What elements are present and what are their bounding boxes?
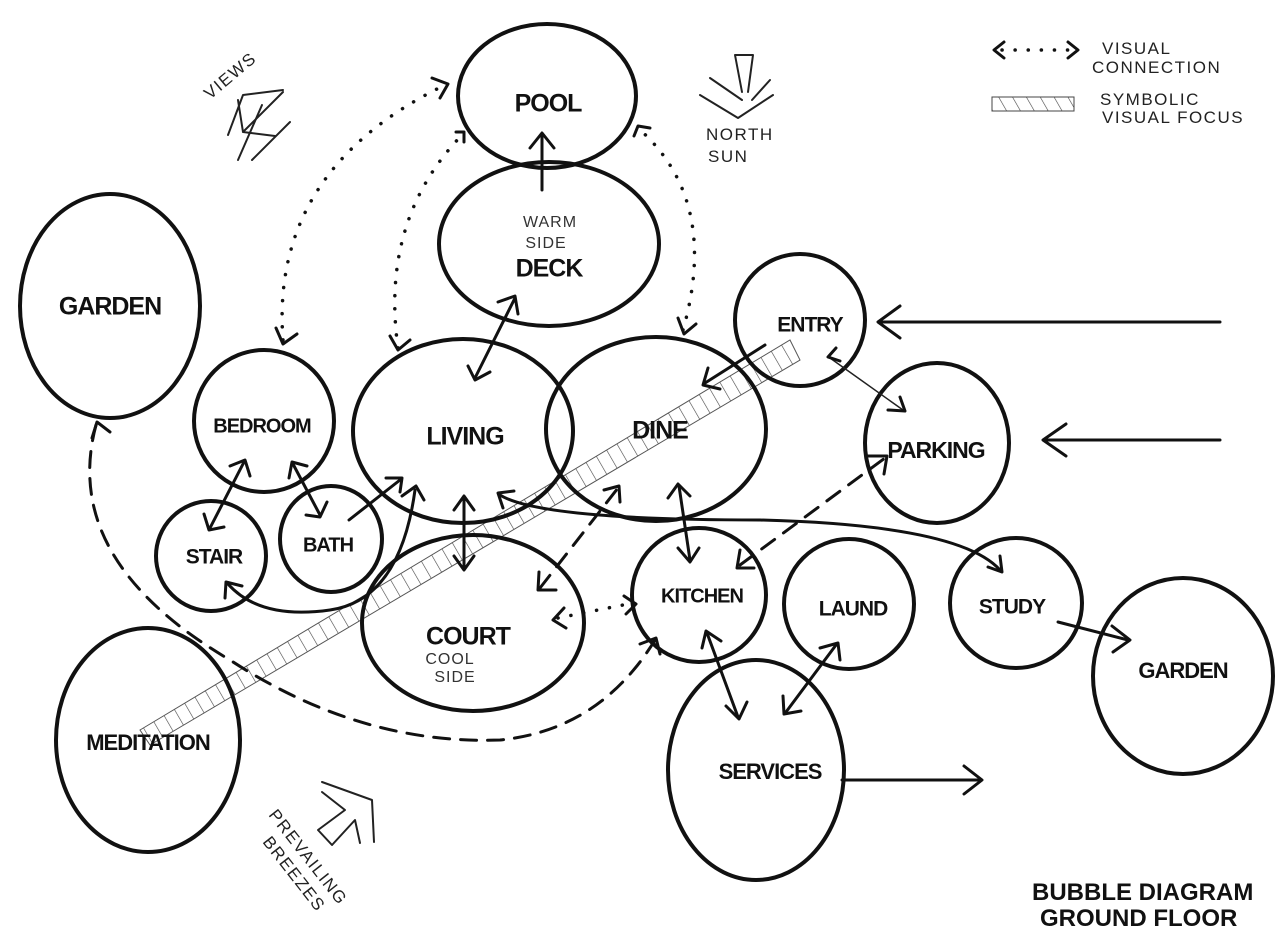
bubble-stair[interactable] [154,499,268,613]
label-pool: POOL [515,90,583,118]
breeze-arrow-icon [317,781,375,846]
legend-label-connection: CONNECTION [1092,58,1221,77]
solid-connections [202,131,1222,796]
note-deck-line1: WARM [523,214,577,231]
north-sun-annotation: NORTH SUN [699,54,774,166]
bubbles [18,22,1275,882]
title-line2: GROUND FLOOR [1040,905,1237,932]
bubble-kitchen[interactable] [630,526,768,664]
bubble-court[interactable] [360,533,586,713]
bubble-laund[interactable] [782,537,916,671]
title-line1: BUBBLE DIAGRAM [1032,879,1253,906]
label-laund: LAUND [819,598,888,621]
bubble-deck[interactable] [437,160,661,328]
legend-label-visual-focus: VISUAL FOCUS [1102,108,1244,127]
label-kitchen: KITCHEN [661,585,743,607]
label-garden-west: GARDEN [59,293,161,321]
bubble-bedroom[interactable] [192,348,336,494]
label-deck: DECK [516,255,584,283]
legend-label-visual: VISUAL [1102,39,1171,58]
views-annotation: VIEWS [200,48,291,161]
bubble-parking[interactable] [863,361,1011,525]
north-label: NORTH [706,125,774,144]
label-court: COURT [426,623,511,651]
legend-item-symbolic-visual-focus: SYMBOLIC VISUAL FOCUS [991,90,1244,127]
label-bedroom: BEDROOM [213,415,311,437]
legend: VISUAL CONNECTION SYMBOLIC VISUAL FOCUS [991,39,1244,127]
bubble-garden-east[interactable] [1091,576,1275,776]
prevailing-breezes-annotation: PREVAILING BREEZES [259,781,375,915]
dashed-connections [88,420,889,742]
bubble-pool[interactable] [456,22,638,170]
label-garden-east: GARDEN [1138,658,1227,683]
label-services: SERVICES [719,759,822,784]
legend-item-visual-connection: VISUAL CONNECTION [992,39,1221,77]
label-living: LIVING [426,423,503,451]
label-stair: STAIR [186,546,243,569]
label-entry: ENTRY [777,314,843,337]
legend-label-symbolic: SYMBOLIC [1100,90,1200,109]
views-arrow-icon [227,89,291,161]
label-dine: DINE [632,417,688,445]
space-labels: POOL WARM SIDE DECK GARDEN ENTRY BEDROOM… [59,90,1229,784]
label-bath: BATH [303,534,354,556]
note-deck-line2: SIDE [525,235,566,252]
north-sun-arrow-icon [699,54,774,119]
sun-label: SUN [708,147,748,166]
bubble-bath[interactable] [278,484,384,594]
note-court-line1: COOL [425,651,474,668]
hatch-swatch-icon [991,96,1075,112]
label-meditation: MEDITATION [86,730,210,755]
symbolic-visual-focus-band [139,339,801,746]
note-court-line2: SIDE [434,669,475,686]
bubble-garden-west[interactable] [18,192,202,420]
bubble-services[interactable] [666,658,846,882]
bubble-dine[interactable] [544,335,768,523]
diagram-title: BUBBLE DIAGRAM GROUND FLOOR [1032,879,1253,932]
bubble-meditation[interactable] [54,626,242,854]
bubble-entry[interactable] [733,252,867,388]
label-parking: PARKING [887,437,984,463]
label-study: STUDY [979,596,1046,619]
dotted-connections [274,76,698,630]
bubble-study[interactable] [948,536,1084,670]
